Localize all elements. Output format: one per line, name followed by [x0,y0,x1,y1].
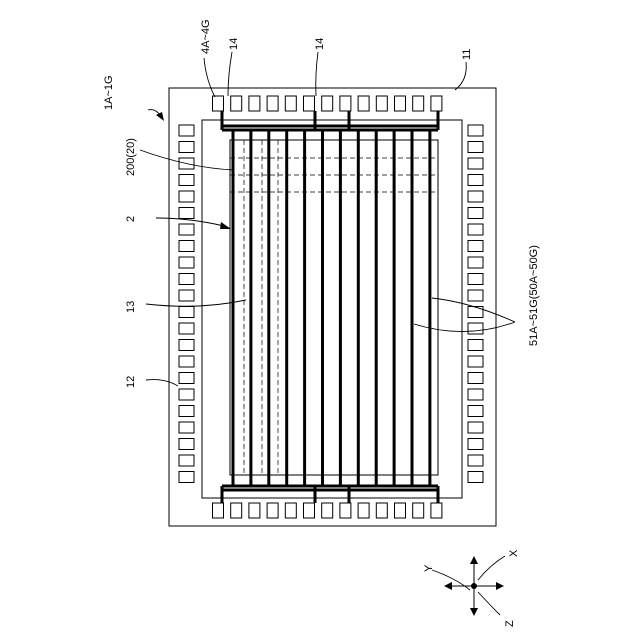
right-pad [468,439,483,450]
display-frame [202,120,462,498]
left-pad [179,307,194,318]
substrate-11 [169,88,496,526]
label-14-left: 14 [228,38,240,50]
label-14-right: 14 [314,38,326,50]
label-2: 2 [125,216,137,222]
left-pad [179,175,194,186]
bottom-pad [231,503,242,518]
wiring-lines [222,111,438,503]
right-pad [468,290,483,301]
top-pad-row [213,96,442,111]
dashed-region-200 [230,140,438,475]
right-pad [468,158,483,169]
right-pad [468,241,483,252]
right-pad [468,125,483,136]
label-200-20: 200(20) [125,138,137,176]
bottom-pad [304,503,315,518]
bottom-pad [322,503,333,518]
right-pad [468,340,483,351]
right-pad [468,208,483,219]
bottom-pad [267,503,278,518]
axis-z-label: Z [504,620,516,627]
right-pad-column [468,125,483,483]
bottom-pad [431,503,442,518]
top-pad [395,96,406,111]
left-pad [179,422,194,433]
active-area-13 [230,140,438,475]
bottom-pad [213,503,224,518]
left-pad [179,224,194,235]
right-pad [468,323,483,334]
left-pad [179,208,194,219]
right-pad [468,389,483,400]
label-12: 12 [125,376,137,388]
right-pad [468,191,483,202]
left-pad [179,290,194,301]
label-13: 13 [125,301,137,313]
right-pad [468,175,483,186]
left-pad [179,257,194,268]
left-pad [179,439,194,450]
left-pad-column [179,125,194,483]
bottom-pad [285,503,296,518]
label-1a-1g: 1A~1G [103,75,115,110]
left-pad [179,142,194,153]
right-pad [468,274,483,285]
right-pad [468,373,483,384]
left-pad [179,241,194,252]
top-pad [413,96,424,111]
right-pad [468,307,483,318]
top-pad [304,96,315,111]
right-pad [468,472,483,483]
bottom-pad [413,503,424,518]
bottom-pad [340,503,351,518]
top-pad [267,96,278,111]
top-pad [358,96,369,111]
bottom-pad [358,503,369,518]
label-11: 11 [461,49,473,60]
left-pad [179,356,194,367]
bottom-pad [376,503,387,518]
left-pad [179,125,194,136]
left-pad [179,406,194,417]
top-pad [322,96,333,111]
left-pad [179,274,194,285]
bottom-pad [249,503,260,518]
right-pad [468,356,483,367]
right-pad [468,406,483,417]
bottom-pad-row [213,503,442,518]
right-pad [468,455,483,466]
left-pad [179,389,194,400]
top-pad [431,96,442,111]
top-pad [376,96,387,111]
right-pad [468,142,483,153]
top-pad [249,96,260,111]
left-pad [179,340,194,351]
right-pad [468,257,483,268]
axis-y-label: Y [423,564,435,572]
bottom-pad [395,503,406,518]
label-4a-4g: 4A~4G [200,19,212,54]
top-pad [231,96,242,111]
left-pad [179,373,194,384]
axis-indicator: X Y Z [423,549,520,627]
label-51a-51g: 51A~51G(50A~50G) [528,245,540,346]
right-pad [468,422,483,433]
left-pad [179,191,194,202]
left-pad [179,455,194,466]
right-pad [468,224,483,235]
axis-x-label: X [508,549,520,557]
top-pad [340,96,351,111]
left-pad [179,323,194,334]
top-pad [285,96,296,111]
top-pad [213,96,224,111]
left-pad [179,472,194,483]
